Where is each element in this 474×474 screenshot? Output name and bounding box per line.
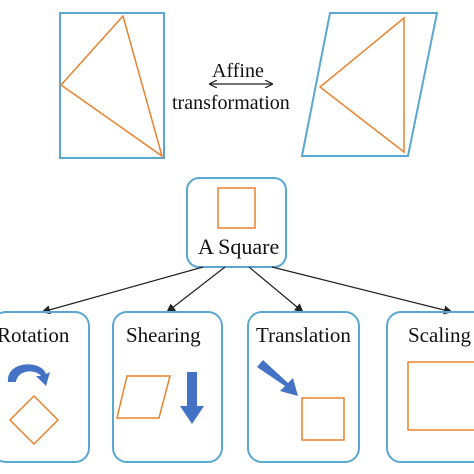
transformed-parallelogram <box>300 12 439 157</box>
connector-scaling <box>271 266 453 315</box>
affine-label: Affine <box>212 60 264 82</box>
transformation-label: transformation <box>172 92 290 114</box>
original-triangle <box>59 14 164 158</box>
connector-rotation <box>41 266 204 315</box>
rotation-node <box>0 311 90 463</box>
shearing-down-arrow-icon <box>180 372 204 424</box>
translated-square <box>301 397 345 441</box>
shearing-node-box <box>112 311 223 463</box>
connector-translation <box>248 266 304 313</box>
tree-connectors <box>41 266 453 315</box>
rotation-node-label: Rotation <box>0 323 70 347</box>
scaled-square <box>407 361 474 431</box>
original-figure <box>59 12 165 159</box>
shearing-node <box>112 311 223 463</box>
connector-shearing <box>166 266 226 313</box>
translation-diagonal-arrow-icon <box>257 360 298 396</box>
rotation-arrow-icon <box>7 364 51 386</box>
rotated-square <box>8 394 60 446</box>
square-node-box <box>186 177 287 268</box>
square-node-square <box>217 187 256 229</box>
scaling-node <box>386 311 474 463</box>
translation-node-box <box>247 311 360 463</box>
scaling-node-label: Scaling <box>408 323 471 347</box>
scaling-node-box <box>386 311 474 463</box>
square-node-label: A Square <box>198 234 280 259</box>
transformed-triangle <box>318 16 405 154</box>
square-node <box>186 177 287 268</box>
translation-node-label: Translation <box>256 323 351 347</box>
sheared-square <box>116 375 171 419</box>
rotation-node-box <box>0 311 90 463</box>
shearing-node-label: Shearing <box>126 323 201 347</box>
original-rectangle <box>59 12 165 159</box>
transformed-figure <box>300 12 439 157</box>
translation-node <box>247 311 360 463</box>
